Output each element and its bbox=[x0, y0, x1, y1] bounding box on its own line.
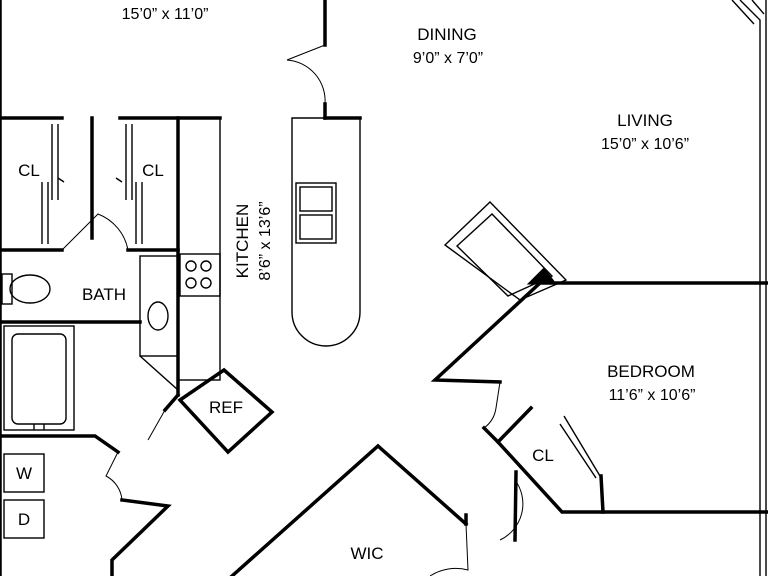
kitchen-island bbox=[291, 117, 361, 347]
living-dims: 15’0” x 10’6” bbox=[601, 136, 689, 153]
kitchen-fixtures bbox=[177, 117, 361, 455]
wall-bedroom2-left bbox=[481, 405, 534, 445]
living-label: LIVING bbox=[617, 111, 673, 130]
dining-label: DINING bbox=[417, 25, 477, 44]
kitchen-sink bbox=[295, 182, 337, 244]
wall-bedroom2-diagonal bbox=[430, 280, 543, 384]
door-bedroom2 bbox=[483, 381, 501, 429]
door-dining bbox=[286, 44, 326, 105]
door-bath bbox=[61, 213, 129, 251]
door-bath-hall bbox=[147, 409, 166, 441]
wall-bedroom-closet-right bbox=[599, 474, 605, 514]
refrigerator-box bbox=[177, 367, 275, 455]
door-bedroom-right bbox=[499, 479, 524, 541]
sink-icon bbox=[147, 301, 169, 331]
toilet-icon bbox=[9, 274, 51, 304]
dryer-label: D bbox=[18, 510, 30, 529]
window-wall bbox=[731, 0, 767, 576]
closet-doors bbox=[41, 124, 601, 479]
toilet-tank bbox=[1, 273, 13, 305]
dryer bbox=[3, 499, 45, 539]
wall-bath-hall bbox=[162, 392, 181, 413]
refrigerator-label: REF bbox=[209, 398, 243, 417]
labels: 15’0” x 11’0” DINING 9’0” x 7’0” LIVING … bbox=[16, 6, 695, 563]
bath-label: BATH bbox=[82, 285, 126, 304]
washer bbox=[3, 453, 45, 493]
bedroom-label: BEDROOM bbox=[607, 362, 695, 381]
stove bbox=[179, 253, 221, 297]
bedroom-dims: 11’6” x 10’6” bbox=[609, 387, 696, 404]
closet-1-label: CL bbox=[18, 161, 40, 180]
wic-label: WIC bbox=[350, 544, 383, 563]
wall-laundry-diagonal bbox=[110, 498, 172, 576]
wall-bedroom2-door-side bbox=[513, 470, 518, 542]
dining-dims: 9’0” x 7’0” bbox=[413, 50, 483, 67]
burner-icon bbox=[185, 260, 197, 272]
closet-bedroom-label: CL bbox=[532, 446, 554, 465]
laundry bbox=[3, 453, 45, 539]
wall-laundry-top bbox=[0, 434, 121, 455]
washer-label: W bbox=[16, 464, 32, 483]
fireplace bbox=[443, 201, 568, 301]
kitchen-label: KITCHEN bbox=[233, 204, 252, 279]
burner-icon bbox=[185, 277, 197, 289]
doors bbox=[61, 44, 524, 576]
kitchen-counter bbox=[177, 117, 221, 381]
closet-2-label: CL bbox=[142, 161, 164, 180]
door-wic bbox=[429, 523, 469, 576]
bath-fixtures bbox=[1, 255, 179, 431]
wall-wic bbox=[229, 443, 469, 576]
vanity bbox=[139, 255, 179, 357]
door-laundry bbox=[105, 451, 123, 501]
wall-bedroom-closet bbox=[495, 439, 768, 514]
bathtub bbox=[3, 325, 75, 431]
top-left-room-dims: 15’0” x 11’0” bbox=[122, 6, 209, 23]
kitchen-dims: 8’6” x 13’6” bbox=[257, 201, 274, 280]
burner-icon bbox=[200, 277, 212, 289]
burner-icon bbox=[200, 260, 212, 272]
